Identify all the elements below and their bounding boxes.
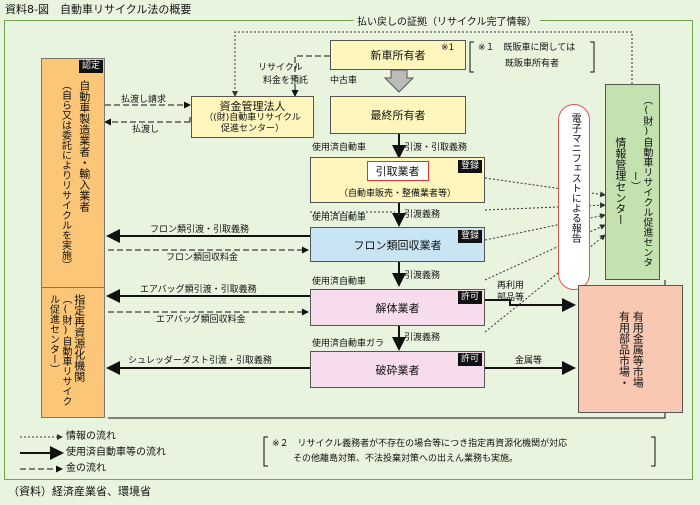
manifest-oval: 電子マニフェストによる報告 xyxy=(558,104,590,290)
note1-mark: ※1 xyxy=(441,43,455,53)
flow-collect-duty: 引渡・引取義務 xyxy=(404,143,468,153)
note2-line2: その他離島対策、不法投棄対策への出えん業務も実施。 xyxy=(293,454,519,464)
freon-badge: 登録 xyxy=(458,230,483,243)
useful-parts-1: 再利用 xyxy=(497,281,525,291)
asr-duty-label: シュレッダーダスト引渡・引取義務 xyxy=(128,356,272,366)
fund-mgmt-sub2: 促進センター） xyxy=(220,123,284,134)
deposit-label-2: 料金を預託 xyxy=(263,76,309,86)
flow-handover-2: 引渡義務 xyxy=(404,271,441,281)
freon-duty-label: フロン類引渡・引取義務 xyxy=(150,225,250,235)
airbag-fee-label: エアバッグ類回収料金 xyxy=(156,315,246,325)
final-owner-label: 最終所有者 xyxy=(370,109,426,122)
info-center-name: 情報管理センター xyxy=(613,137,627,225)
metals-label: 金属等 xyxy=(515,356,543,366)
manufacturer-divider xyxy=(41,287,105,288)
fund-mgmt-name: 資金管理法人 xyxy=(219,99,286,113)
shredder-name: 破砕業者 xyxy=(375,363,420,377)
fund-management-box: 資金管理法人 （(財)自動車リサイクル 促進センター） xyxy=(191,96,314,138)
note1-line2: 既販車所有者 xyxy=(505,59,560,69)
freon-collector-box: フロン類回収業者 xyxy=(310,227,485,262)
shredder-box: 破砕業者 xyxy=(310,351,485,388)
final-owner-box: 最終所有者 xyxy=(330,96,466,134)
collector-sub: （自動車販売・整備業者等） xyxy=(338,189,456,199)
dismantler-box: 解体業者 xyxy=(310,289,485,326)
flow-used-car-1: 使用済自動車 xyxy=(312,143,367,153)
manufacturer-column xyxy=(41,58,105,418)
note1-line1: ※１ 既販車に関しては xyxy=(478,43,576,53)
freon-collector-name: フロン類回収業者 xyxy=(353,238,442,252)
refund-label: 払い戻しの証拠（リサイクル完了情報） xyxy=(354,18,540,28)
payout-label: 払渡し xyxy=(132,125,160,135)
flow-used-car-2: 使用済自動車 xyxy=(312,213,367,223)
shredder-badge: 許可 xyxy=(458,353,483,366)
legend-money-flow: 金の流れ xyxy=(66,463,106,474)
collector-name: 引取業者 xyxy=(366,161,429,181)
useful-parts-2: 部品等 xyxy=(497,293,525,303)
collector-badge: 登録 xyxy=(458,160,483,173)
market-line2: 有用金属等市場 xyxy=(631,310,645,388)
flow-used-car-3: 使用済自動車 xyxy=(312,277,367,287)
flow-body-shell: 使用済自動車ガラ xyxy=(312,339,385,349)
info-center-box: 情報管理センター （(財)自動車リサイクル促進センター） xyxy=(605,84,660,280)
manufacturer-sub: （自ら又は委託によりリサイクルを実施） xyxy=(59,80,71,270)
certified-badge: 認定 xyxy=(79,60,104,73)
designated-agency-name: 指定再資源化機関 xyxy=(72,294,86,382)
figure-frame xyxy=(4,20,693,480)
info-center-sub: （(財)自動車リサイクル促進センター） xyxy=(628,95,652,267)
flow-handover-1: 引渡義務 xyxy=(404,210,441,220)
fund-mgmt-sub1: （(財)自動車リサイクル xyxy=(204,112,301,123)
freon-fee-label: フロン類回収料金 xyxy=(166,253,239,263)
deposit-label-1: リサイクル xyxy=(258,63,303,73)
market-line1: 有用部品市場・ xyxy=(617,310,631,388)
airbag-duty-label: エアバッグ類引渡・引取義務 xyxy=(140,285,257,295)
designated-agency-sub: （(財)自動車リサイクル促進センター） xyxy=(47,294,72,406)
flow-handover-3: 引渡義務 xyxy=(404,333,441,343)
request-label: 払渡し請求 xyxy=(121,95,167,105)
note2-line1: ※２ リサイクル義務者が不存在の場合等につき指定再資源化機関が対応 xyxy=(272,439,568,449)
dismantler-badge: 許可 xyxy=(458,291,483,304)
new-owner-label: 新車所有者 xyxy=(370,49,426,62)
manifest-label: 電子マニフェストによる報告 xyxy=(569,113,581,243)
used-car-label: 中古車 xyxy=(330,76,358,86)
collector-box: 引取業者 （自動車販売・整備業者等） xyxy=(310,157,485,203)
legend-car-flow: 使用済自動車等の流れ xyxy=(66,447,166,458)
source-note: （資料）経済産業省、環境省 xyxy=(8,485,151,498)
figure-title: 資料8-図 自動車リサイクル法の概要 xyxy=(5,3,192,16)
manufacturer-name: 自動車製造業者・輸入業者 xyxy=(77,80,91,212)
dismantler-name: 解体業者 xyxy=(375,301,420,315)
legend-info-flow: 情報の流れ xyxy=(66,431,116,442)
new-car-owner-box: 新車所有者 xyxy=(330,40,466,70)
parts-market-box: 有用部品市場・ 有用金属等市場 xyxy=(578,285,683,413)
